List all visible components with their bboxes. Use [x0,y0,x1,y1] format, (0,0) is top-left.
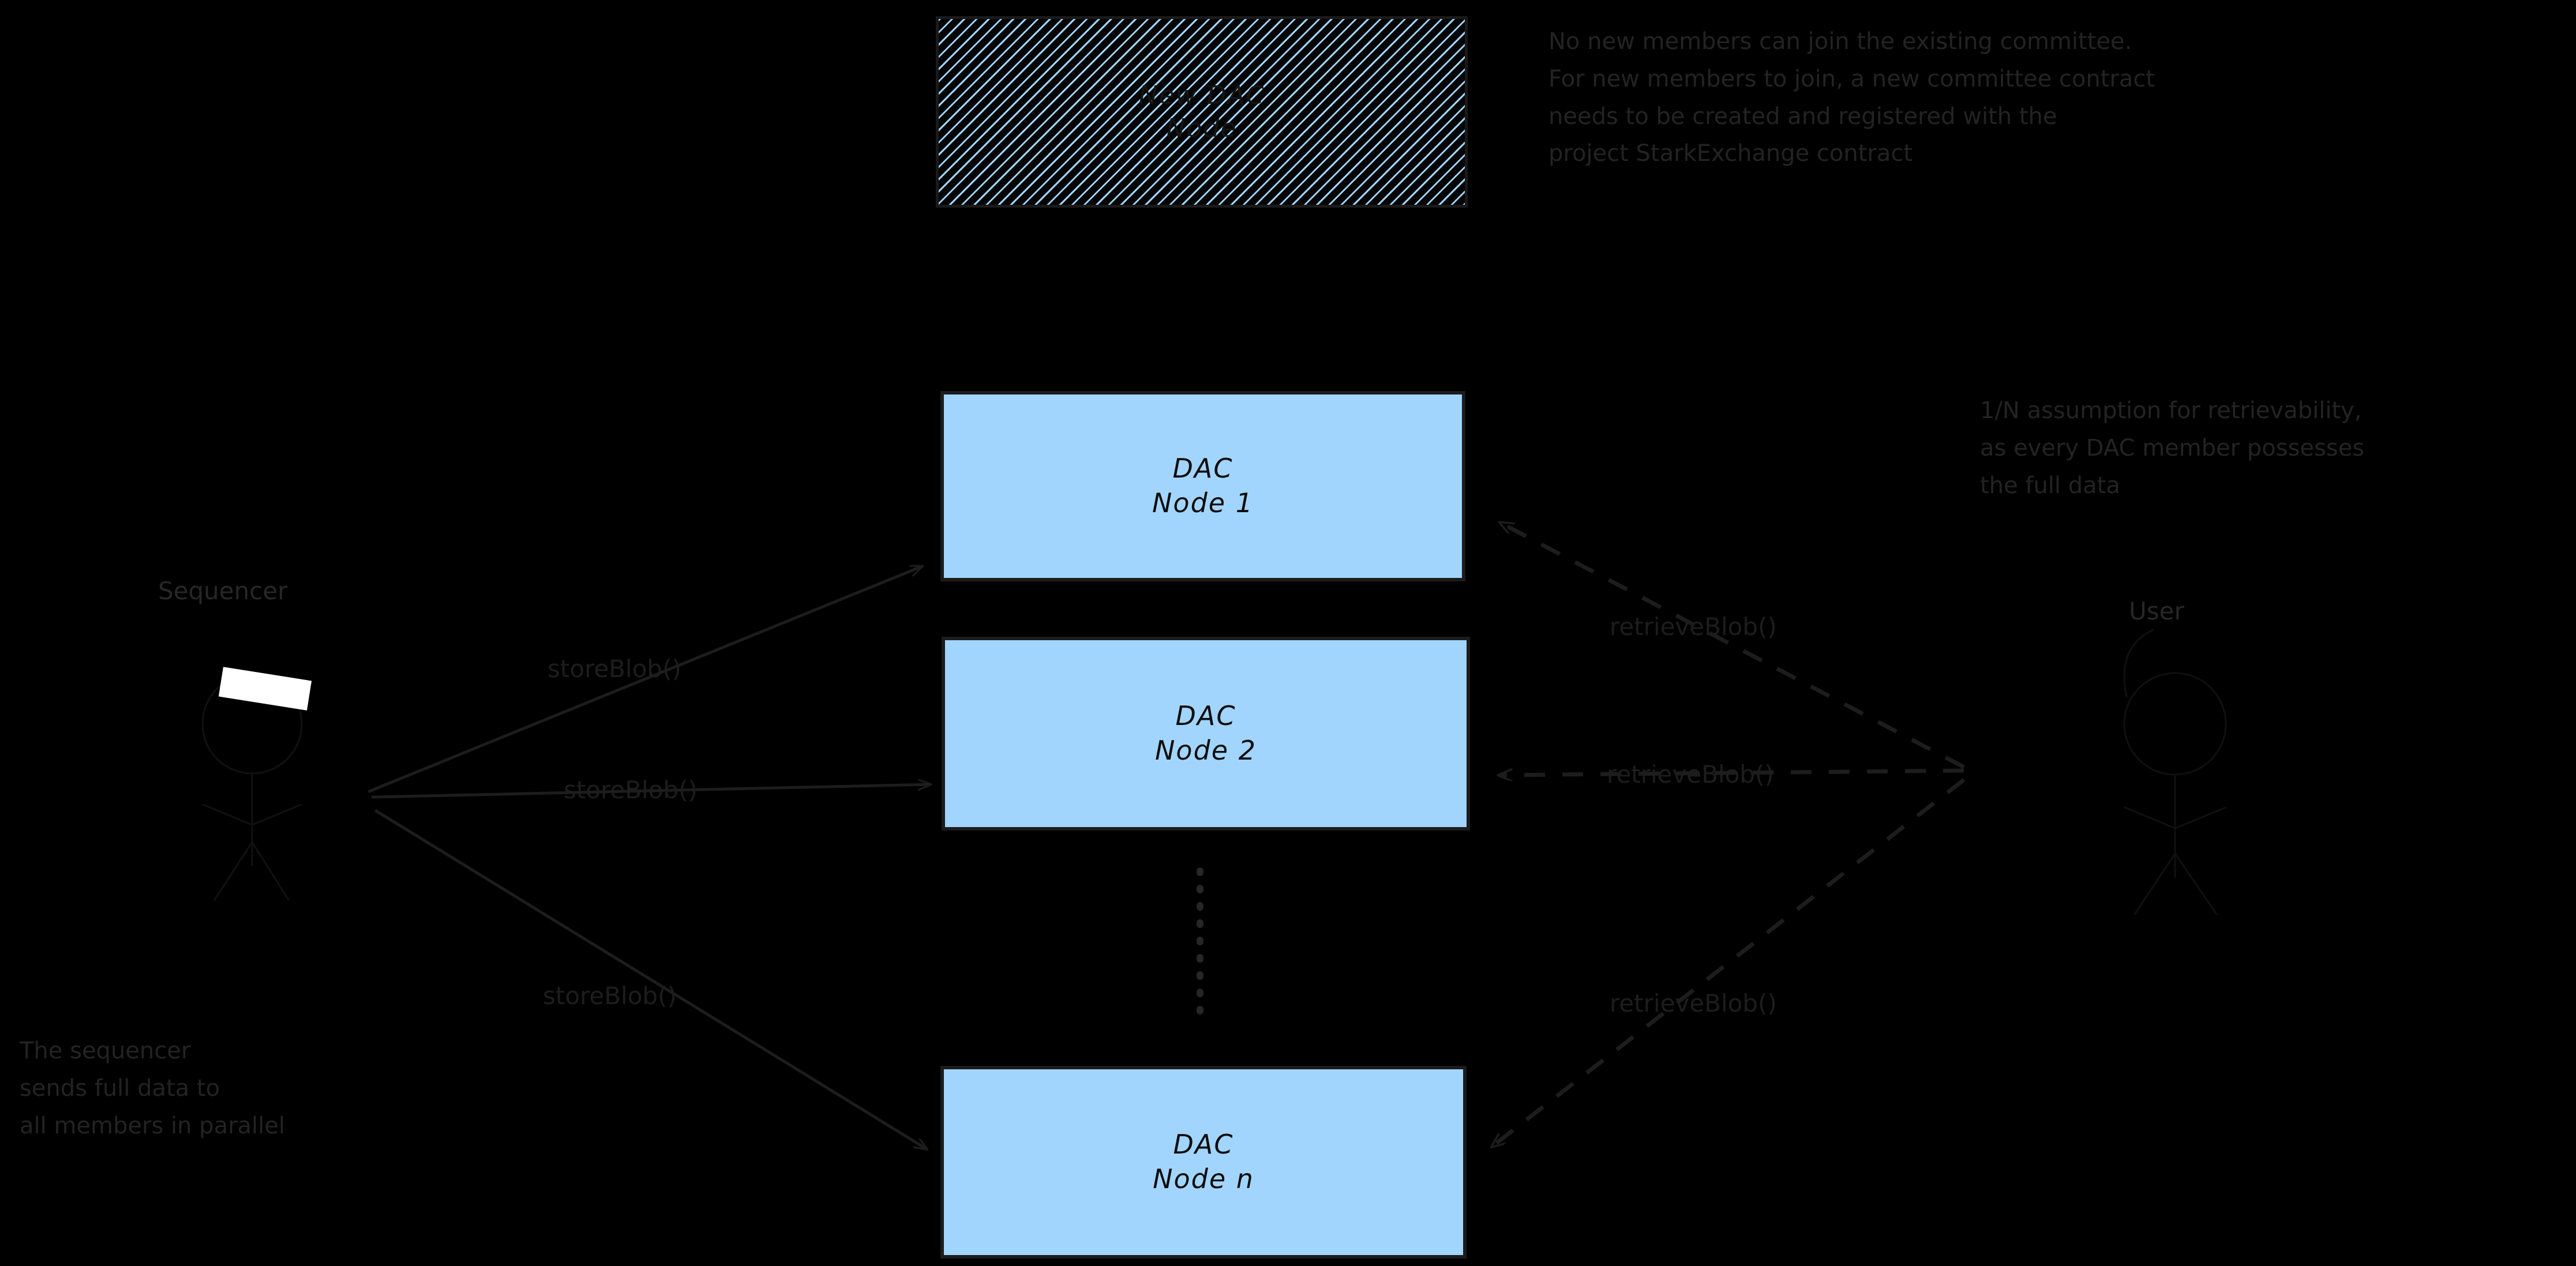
sequencer-annotation: The sequencer sends full data to all mem… [20,1038,285,1139]
retrieve-blob-label-n: retrieveBlob() [1610,989,1777,1017]
store-blob-label-n: storeBlob() [543,982,677,1010]
new-dac-node-box[interactable]: New DAC Node [936,16,1468,208]
dac-node-1-label-line1: DAC [1172,453,1233,484]
dac-node-n-label-line2: Node n [1153,1163,1254,1194]
dac-node-2-box[interactable]: DAC Node 2 [942,637,1470,831]
store-blob-label-1: storeBlob() [548,655,681,683]
store-blob-arrow-1 [368,565,922,793]
dac-node-2-label-line1: DAC [1175,700,1236,732]
new-dac-node-label-line1: New DAC [1138,80,1265,110]
retrievability-annotation: 1/N assumption for retrievability, as ev… [1980,397,2365,499]
store-blob-arrow-2 [371,784,930,799]
retrieve-blob-arrow-n [1492,778,1966,1147]
dac-node-1-label-line2: Node 1 [1152,487,1254,519]
store-blob-arrow-n [374,809,927,1149]
retrieve-blob-arrow-1 [1500,520,1965,769]
user-person-icon [2123,629,2227,915]
dac-node-2-label-line2: Node 2 [1155,735,1257,766]
dac-node-n-box[interactable]: DAC Node n [940,1066,1467,1259]
retrieve-blob-arrow-2 [1499,771,1964,775]
user-label: User [2129,597,2184,625]
new-dac-node-label-line2: Node [1166,114,1238,143]
retrieve-blob-label-2: retrieveBlob() [1607,760,1774,788]
sequencer-person-icon [201,673,303,901]
retrieve-blob-label-1: retrieveBlob() [1610,613,1777,641]
dac-node-1-box[interactable]: DAC Node 1 [940,391,1465,581]
committee-annotation: No new members can join the existing com… [1548,28,2155,167]
store-blob-label-2: storeBlob() [564,776,698,804]
dac-node-n-label-line1: DAC [1173,1129,1234,1160]
sequencer-label: Sequencer [158,577,288,605]
